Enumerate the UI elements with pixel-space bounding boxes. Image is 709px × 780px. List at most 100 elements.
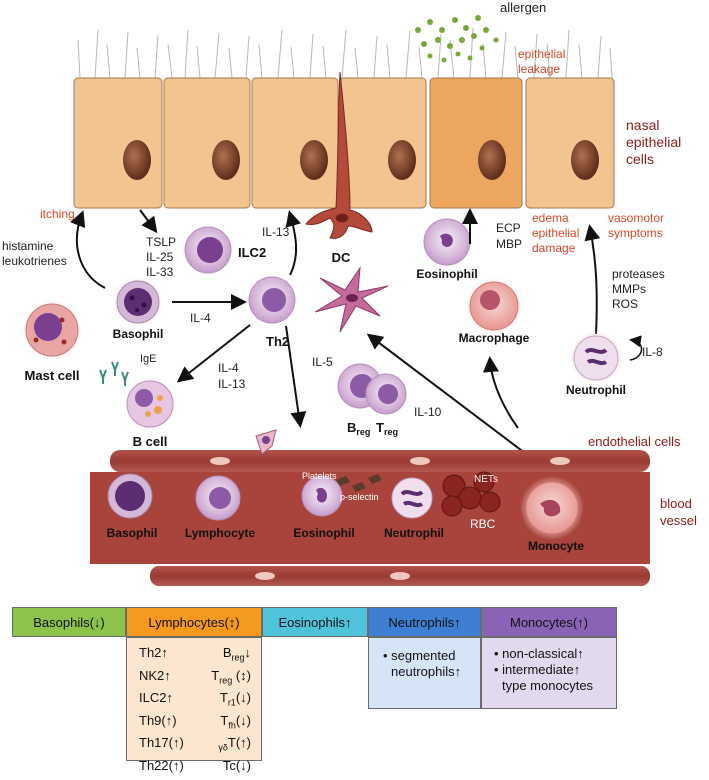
dendritic-cell-epithelial [305,71,373,239]
epithelial-leakage-label-2: leakage [518,62,560,76]
arrow-il13-epithelium [285,210,301,276]
arrow-th2-bcell [176,324,251,383]
platelets [336,474,382,492]
blood-vessel-label-2: vessel [660,513,697,528]
vessel-eosinophil [301,475,343,517]
blood-vessel-label: blood [660,496,692,511]
eosinophil-tissue [423,218,471,266]
arrow-tslp [139,209,158,234]
treg-label: Treg [376,420,398,437]
edema-label: edema [532,211,569,225]
ilc2-cell [184,226,232,274]
mast-cell [20,298,84,362]
p-selectin-label: p-selectin [340,492,379,502]
tslp-label: TSLP [146,235,176,249]
vessel-basophil-label: Basophil [107,526,158,540]
basophil-tissue [112,276,164,328]
itching-label: itching [40,207,75,221]
ilc2-label: ILC2 [238,245,266,260]
mbp-label: MBP [496,237,522,251]
il10-label: IL-10 [414,405,442,419]
vessel-monocyte [520,476,584,540]
mast-cell-label: Mast cell [25,368,80,383]
lymph-row: Th17(↑)γδT(↑) [139,735,251,753]
vessel-lymphocyte-label: Lymphocyte [185,526,256,540]
arrow-monocyte-macrophage [482,356,519,429]
macrophage-label: Macrophage [459,331,530,345]
nasal-epithelial-label: nasal [626,117,659,133]
ige-antibodies [99,361,129,386]
monocyte-item: • intermediate↑ [494,662,581,677]
vessel-eosinophil-label: Eosinophil [293,526,354,540]
nasal-epithelial-label-2: epithelial [626,134,681,150]
breg-treg-cells [337,363,407,415]
lymph-row: Th9(↑)Tfh(↓) [139,712,251,731]
header-monocytes: Monocytes(↑) [481,607,617,637]
neutrophil-item: • segmented [383,648,456,663]
il8-label: IL-8 [642,345,663,359]
allergen-label: allergen [500,0,546,15]
rbc-cluster [441,471,501,517]
ecp-label: ECP [496,221,521,235]
th2-label: Th2 [266,334,289,349]
arrow-neutrophil-epithelium [584,224,601,335]
vasomotor-label-2: symptoms [608,226,663,240]
breg-label: Breg [347,420,370,437]
lymph-row: Th2↑Breg↓ [139,645,251,663]
il4b-label: IL-4 [218,361,239,375]
epithelial-leakage-label: epithelial [518,47,565,61]
il13-top-label: IL-13 [262,225,290,239]
allergen-particles [415,15,499,63]
monocyte-item: • non-classical↑ [494,646,584,661]
b-cell-label: B cell [133,434,168,449]
neutrophil-top-label: Neutrophil [566,383,626,397]
lymph-row: NK2↑Treg (↕) [139,667,251,686]
arrow-monocyte-dc [366,333,551,473]
nasal-epithelium [73,77,615,209]
th2-cell [248,276,296,324]
il13b-label: IL-13 [218,377,246,391]
histamine-label: histamine [2,239,54,253]
vessel-neutrophil [391,477,433,519]
vasomotor-label: vasomotor [608,211,664,225]
dendritic-cell [314,266,389,333]
header-lymphocytes: Lymphocytes(↕) [126,607,262,637]
dc-label: DC [332,250,351,265]
macrophage [464,276,524,336]
vessel-monocyte-label: Monocyte [528,539,584,553]
arrow-il8-loop [629,335,643,361]
il4-label: IL-4 [190,311,211,325]
neutrophils-body: • segmented neutrophils↑ [368,637,481,709]
il25-label: IL-25 [146,250,174,264]
epithelial-damage-label-2: damage [532,241,576,255]
lymph-row: ILC2↑Tr1(↓) [139,690,251,708]
arrow-th2-il5 [285,325,307,428]
vessel-basophil [107,473,153,519]
rbc-label: RBC [470,517,496,531]
ros-label: ROS [612,297,638,311]
arrow-basophil-itching [70,210,106,289]
lymph-row: Th22(↑)Tc(↓) [139,757,251,773]
header-basophils: Basophils(↓) [12,607,126,637]
neutrophil-tissue [568,330,624,386]
cilia [77,27,613,79]
lymphocytes-body: Th2↑Breg↓ NK2↑Treg (↕) ILC2↑Tr1(↓) Th9(↑… [126,637,262,773]
monocyte-item: type monocytes [502,678,594,693]
ige-label: IgE [140,353,157,365]
mmps-label: MMPs [612,282,646,296]
header-eosinophils: Eosinophils↑ [262,607,368,637]
nasal-epithelial-label-3: cells [626,151,654,167]
leukotrienes-label: leukotrienes [2,254,67,268]
neutrophil-item: neutrophils↑ [391,664,462,679]
endothelial-label: endothelial cells [588,434,681,449]
b-cell [122,376,178,432]
basophil-label: Basophil [113,327,164,341]
monocytes-body: • non-classical↑ • intermediate↑ type mo… [481,637,617,709]
vessel-neutrophil-label: Neutrophil [384,526,444,540]
platelets-label: Platelets [302,471,337,481]
il33-label: IL-33 [146,265,174,279]
extravasating-cell [255,429,277,455]
nets-label: NETs [474,474,498,485]
